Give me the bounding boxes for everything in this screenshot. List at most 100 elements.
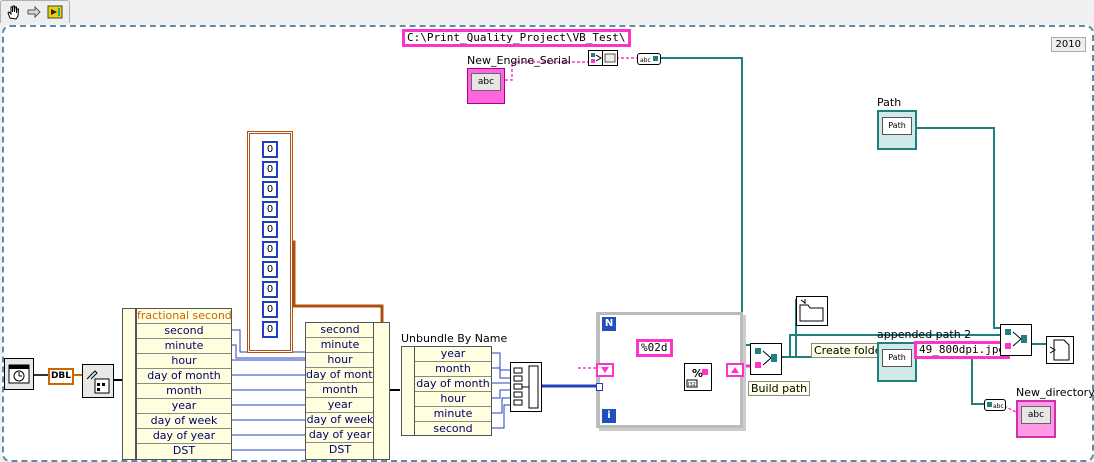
- string-wire: [1003, 405, 1017, 413]
- array-element[interactable]: 0: [262, 161, 278, 178]
- path-wire: [912, 127, 1000, 329]
- cluster-field: DST: [306, 442, 374, 457]
- cluster-field: second: [320, 323, 360, 336]
- build-path-node[interactable]: [1000, 324, 1032, 356]
- path-control-label: Path: [877, 96, 902, 109]
- toolbar: [0, 0, 70, 23]
- path-to-string-node[interactable]: [602, 50, 618, 66]
- build-path-icon: [755, 348, 777, 368]
- clock-calendar-icon: [8, 364, 30, 384]
- loop-count-terminal[interactable]: N: [602, 317, 616, 331]
- run-continuous-icon[interactable]: [47, 4, 63, 20]
- appended-path-label: appended path 2: [877, 328, 972, 341]
- build-array-icon: [513, 365, 539, 409]
- cluster-wire: [490, 397, 510, 414]
- cluster-field: fractional second: [137, 309, 231, 322]
- format-string-constant[interactable]: %02d: [636, 339, 673, 357]
- path-wire: [971, 357, 984, 405]
- version-label: 2010: [1050, 37, 1086, 52]
- array-constant: 0 0 0 0 0 0 0 0 0 0: [247, 131, 293, 353]
- array-element[interactable]: 0: [262, 301, 278, 318]
- new-directory-indicator: abc: [1016, 400, 1056, 438]
- abc-path-icon: abc: [640, 56, 658, 64]
- index-tunnel: [596, 383, 603, 391]
- seconds-to-datetime-node[interactable]: [82, 364, 114, 398]
- array-element[interactable]: 0: [262, 241, 278, 258]
- filename-constant[interactable]: 49_800dpi.jpg: [914, 341, 1011, 359]
- file-icon: [1049, 339, 1070, 361]
- array-wire: [288, 240, 384, 322]
- path-icon: Path: [882, 349, 912, 367]
- cluster-field: year: [306, 397, 374, 412]
- cluster-wire: [490, 404, 510, 429]
- array-element[interactable]: 0: [262, 261, 278, 278]
- path-constant[interactable]: C:\Print_Quality_Project\VB_Test\: [402, 29, 631, 47]
- unbundle-left-border: [401, 346, 415, 436]
- create-folder-label: Create folder: [811, 343, 889, 358]
- shift-register-left[interactable]: [596, 363, 614, 377]
- format-percent-icon: %I32: [686, 367, 708, 388]
- string-to-path-node[interactable]: abc: [637, 53, 661, 65]
- unbundle-field[interactable]: year: [440, 347, 466, 360]
- arrow-run-icon[interactable]: [26, 4, 42, 20]
- cluster-field: year: [137, 398, 231, 413]
- cluster-field: day of month: [306, 367, 374, 381]
- cluster-field: day of week: [306, 412, 374, 426]
- path-icon: Path: [882, 117, 912, 135]
- cluster-field: day of week: [137, 413, 231, 428]
- build-path-icon: [591, 53, 602, 63]
- format-into-string-node[interactable]: %I32: [684, 363, 712, 391]
- svg-text:I32: I32: [688, 382, 696, 388]
- unbundle-label: Unbundle By Name: [401, 332, 508, 345]
- for-loop[interactable]: N i %02d %I32: [596, 312, 744, 428]
- to-double-node[interactable]: DBL: [48, 368, 74, 385]
- unbundle-field[interactable]: day of month: [415, 376, 491, 390]
- cluster-wire: [490, 352, 510, 371]
- abc-icon: abc: [471, 73, 501, 91]
- svg-text:abc: abc: [993, 403, 1004, 410]
- unbundle-field[interactable]: second: [415, 421, 491, 436]
- new-directory-label: New_directory: [1016, 386, 1094, 399]
- cluster-wire: [230, 344, 305, 359]
- shift-register-right[interactable]: [726, 363, 744, 377]
- build-array-node[interactable]: [510, 362, 542, 412]
- hand-icon[interactable]: [5, 4, 21, 20]
- svg-text:abc: abc: [640, 57, 651, 64]
- cluster-wire: [490, 389, 510, 399]
- create-folder-node[interactable]: [796, 296, 828, 326]
- unbundle-field[interactable]: hour: [415, 391, 491, 406]
- unbundle-field[interactable]: minute: [415, 406, 491, 421]
- cluster-field: day of month: [137, 368, 231, 383]
- path-wire: [660, 57, 750, 346]
- appended-path-indicator: Path: [877, 342, 917, 382]
- array-element[interactable]: 0: [262, 321, 278, 338]
- cluster-field: DST: [137, 443, 231, 458]
- cluster-field: hour: [306, 352, 374, 367]
- build-path-icon: [1005, 329, 1027, 349]
- array-element[interactable]: 0: [262, 141, 278, 158]
- path-string-icon: [604, 53, 616, 63]
- get-date-time-node[interactable]: [4, 358, 34, 390]
- engine-serial-control[interactable]: abc: [467, 68, 505, 104]
- cluster-border-left: [122, 308, 136, 460]
- seconds-to-date-icon: [86, 370, 110, 394]
- cluster-field: hour: [137, 353, 231, 368]
- file-node[interactable]: [1046, 336, 1074, 364]
- array-element[interactable]: 0: [262, 181, 278, 198]
- shift-down-icon: [601, 367, 609, 373]
- array-element[interactable]: 0: [262, 281, 278, 298]
- array-element[interactable]: 0: [262, 221, 278, 238]
- unbundle-field[interactable]: month: [415, 361, 491, 376]
- path-control[interactable]: Path: [877, 110, 917, 150]
- cluster-field: minute: [306, 337, 374, 352]
- cluster-border-right: [373, 322, 390, 460]
- cluster-field: month: [306, 382, 374, 397]
- array-element[interactable]: 0: [262, 201, 278, 218]
- string-wire: [505, 61, 588, 81]
- path-to-string-node[interactable]: abc: [984, 399, 1006, 411]
- cluster-field: month: [137, 383, 231, 398]
- build-path-node[interactable]: [750, 343, 782, 375]
